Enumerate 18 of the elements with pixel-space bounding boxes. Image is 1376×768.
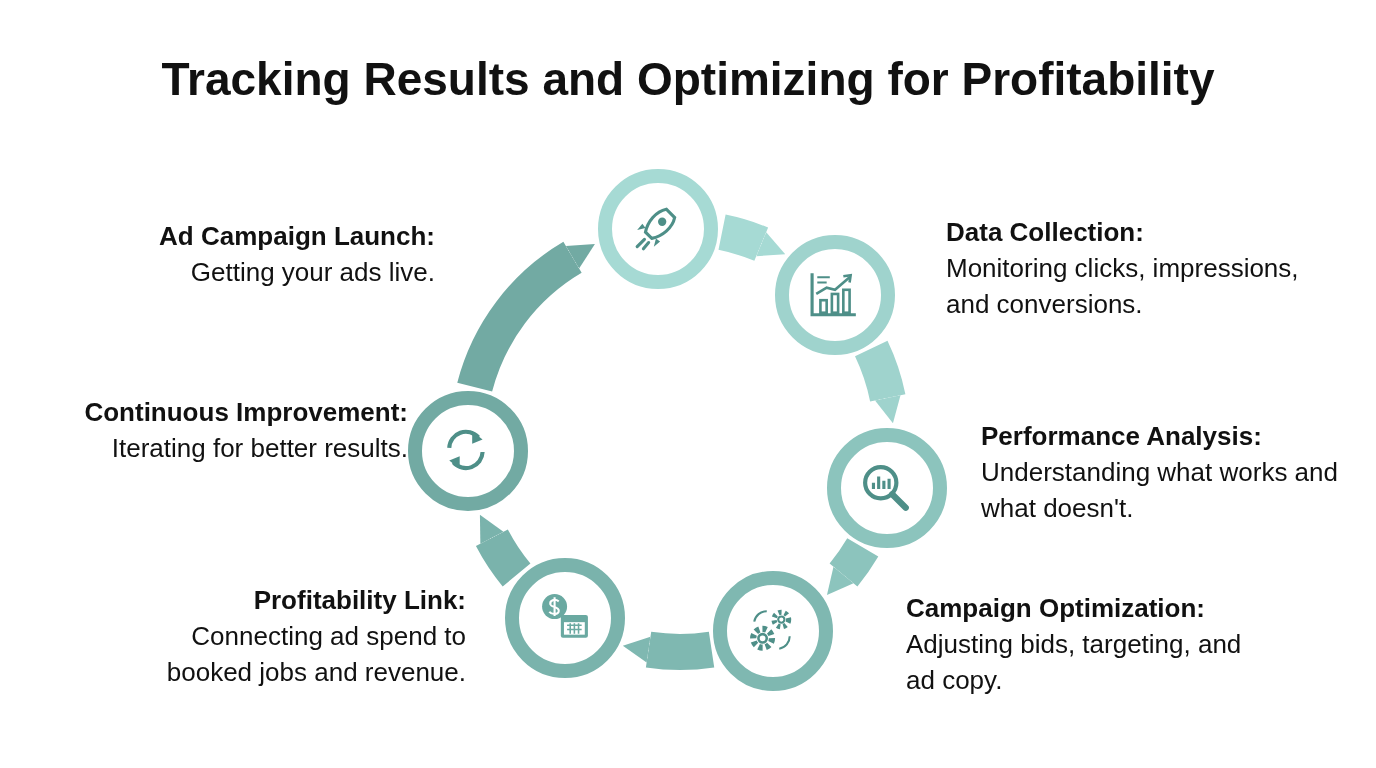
arrow bbox=[854, 341, 906, 424]
step-heading: Profitability Link: bbox=[252, 584, 466, 617]
step-heading: Continuous Improvement: bbox=[83, 396, 408, 429]
step-description: Monitoring clicks, impressions, and conversions. bbox=[946, 252, 1300, 321]
step-heading: Campaign Optimization: bbox=[906, 592, 1206, 625]
arrow bbox=[476, 515, 531, 587]
title: Tracking Results and Optimizing for Profitability bbox=[160, 52, 1216, 106]
step-heading: Performance Analysis: bbox=[981, 420, 1263, 453]
step-heading: Ad Campaign Launch: bbox=[158, 220, 435, 253]
step-description: Iterating for better results. bbox=[110, 432, 408, 465]
step-description: Adjusting bids, targeting, and ad copy. bbox=[906, 628, 1243, 697]
arrow bbox=[718, 214, 786, 261]
step-description: Getting your ads live. bbox=[189, 256, 435, 289]
step-description: Connecting ad spend to booked jobs and revenue. bbox=[165, 620, 466, 689]
step-heading: Data Collection: bbox=[946, 216, 1145, 249]
step-description: Understanding what works and what doesn't. bbox=[981, 456, 1339, 525]
arrow bbox=[622, 631, 714, 670]
arrow bbox=[827, 537, 879, 596]
